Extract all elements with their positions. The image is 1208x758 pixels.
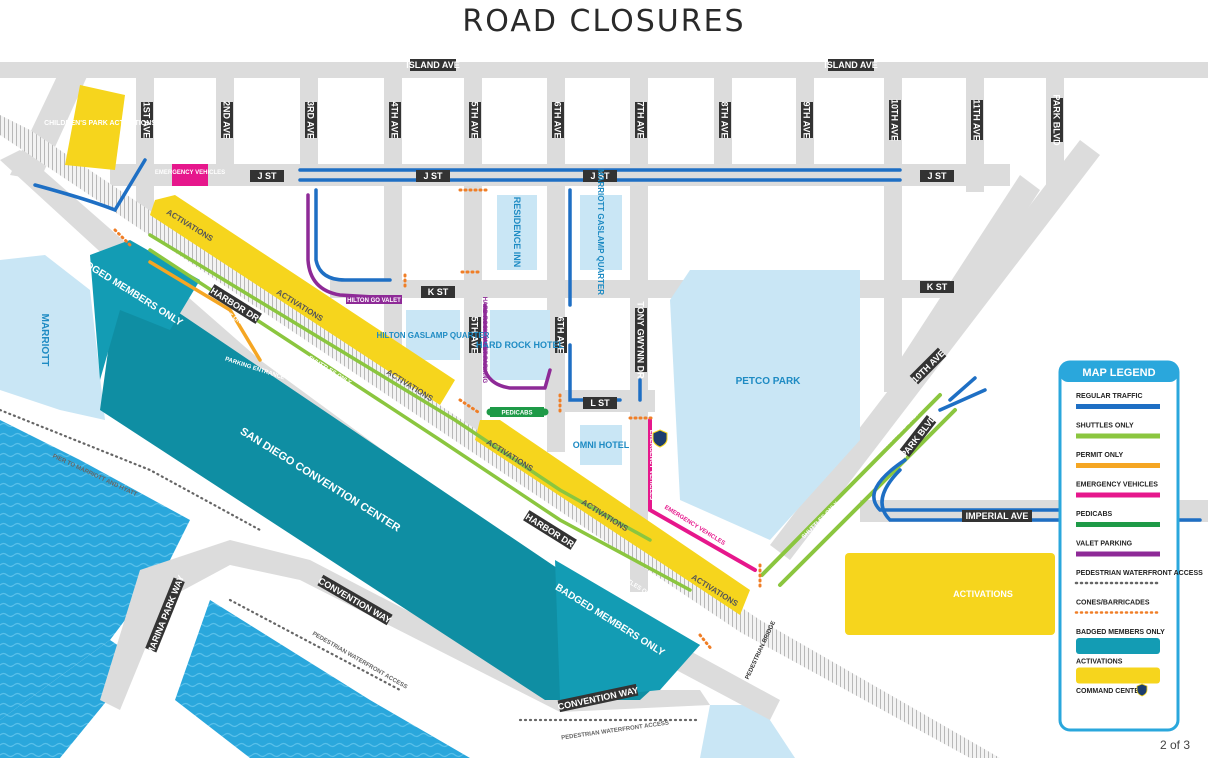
hard-rock-valet-tag: HARD ROCK VALET PARKING <box>481 297 487 384</box>
road-network <box>0 62 1208 720</box>
legend-item-emergency-vehicles: EMERGENCY VEHICLES <box>1076 482 1160 498</box>
j-st-label-1: J ST <box>257 171 277 181</box>
legend-swatch <box>1136 683 1148 697</box>
fourth-ave-label: 4TH AVE <box>390 101 400 138</box>
activations-label-east: ACTIVATIONS <box>953 589 1013 599</box>
island-ave-label-1: ISLAND AVE <box>406 60 460 70</box>
marriott-label: MARRIOTT <box>39 314 50 367</box>
pedestrian-access-tag-2: PEDESTRIAN WATERFRONT ACCESS <box>561 720 669 741</box>
emergency-vehicles-tag: EMERGENCY VEHICLES <box>155 170 225 176</box>
page-title: ROAD CLOSURES <box>462 4 746 39</box>
park-blvd-label-top: PARK BLVD <box>1052 94 1062 146</box>
marriott-gaslamp-label: MARRIOTT GASLAMP QUARTER <box>596 169 605 295</box>
l-st-label: L ST <box>590 398 610 408</box>
legend-swatch <box>1076 638 1160 654</box>
petco-park-label: PETCO PARK <box>736 376 802 387</box>
cones-barricades <box>113 188 762 652</box>
legend-swatch <box>1076 404 1160 409</box>
k-st-label-2: K ST <box>927 282 948 292</box>
hilton-gaslamp-label: HILTON GASLAMP QUARTER <box>377 331 490 340</box>
convention-center <box>100 300 700 700</box>
first-ave-label: 1ST AVE <box>142 102 152 139</box>
park-blvd-label-diag: PARK BLVD <box>899 413 939 460</box>
marina-water <box>0 640 140 758</box>
legend-swatch <box>1076 463 1160 468</box>
ninth-ave-label: 9TH AVE <box>802 101 812 138</box>
emergency-vehicles-vertical-tag: EMERGENCY VEHICLES <box>648 430 654 500</box>
island-ave-label-2: ISLAND AVE <box>824 60 878 70</box>
legend-item-activations: ACTIVATIONS <box>1076 659 1160 684</box>
fifth-ave-label-lower: 5TH AVE <box>470 316 480 353</box>
seventh-ave-label: 7TH AVE <box>636 101 646 138</box>
omni-hotel-label: OMNI HOTEL <box>573 440 630 450</box>
legend-item-label: PEDESTRIAN WATERFRONT ACCESS <box>1076 570 1203 577</box>
legend-item-label: COMMAND CENTER <box>1076 688 1144 695</box>
legend-item-label: REGULAR TRAFFIC <box>1076 393 1143 400</box>
eleventh-ave-label: 11TH AVE <box>972 99 982 141</box>
rail-tracks <box>0 115 1000 758</box>
sixth-ave-label: 6TH AVE <box>553 101 563 138</box>
legend-item-label: SHUTTLES ONLY <box>1076 423 1134 430</box>
hard-rock-hotel-label: HARD ROCK HOTEL <box>476 340 564 350</box>
legend-item-label: CONES/BARRICADES <box>1076 600 1150 607</box>
legend-swatch <box>1076 551 1160 557</box>
eighth-ave-label: 8TH AVE <box>720 101 730 138</box>
bay-water-west <box>0 420 190 720</box>
water-south <box>700 705 795 758</box>
badged-members-zone-south <box>555 560 700 700</box>
legend-item-label: ACTIVATIONS <box>1076 659 1123 666</box>
j-st-label-2: J ST <box>423 171 443 181</box>
legend-item-badged-members-only: BADGED MEMBERS ONLY <box>1076 629 1165 654</box>
legend-item-shuttles-only: SHUTTLES ONLY <box>1076 423 1160 439</box>
routes <box>33 158 1202 592</box>
fifth-ave-label: 5TH AVE <box>470 101 480 138</box>
legend-swatch <box>1076 492 1160 498</box>
map-legend: MAP LEGEND REGULAR TRAFFIC SHUTTLES ONLY P… <box>1058 360 1203 732</box>
legend-items: REGULAR TRAFFIC SHUTTLES ONLY PERMIT ONLY E… <box>1074 393 1203 697</box>
third-ave-label: 3RD AVE <box>306 101 316 139</box>
bay-water-southwest <box>175 600 470 758</box>
legend-item-label: EMERGENCY VEHICLES <box>1076 482 1158 489</box>
activation-zones <box>65 85 1055 635</box>
legend-item-regular-traffic: REGULAR TRAFFIC <box>1076 393 1160 409</box>
legend-item-valet-parking: VALET PARKING <box>1076 541 1160 557</box>
legend-item-command-center: COMMAND CENTER <box>1076 683 1148 697</box>
legend-item-label: VALET PARKING <box>1076 541 1133 548</box>
legend-item-label: BADGED MEMBERS ONLY <box>1076 629 1165 636</box>
command-center-marker <box>652 429 668 448</box>
tenth-ave-label: 10TH AVE <box>890 99 900 141</box>
legend-item-label: PEDICABS <box>1076 511 1113 518</box>
legend-title: MAP LEGEND <box>1082 367 1155 379</box>
legend-swatch <box>1076 667 1160 684</box>
legend-item-label: PERMIT ONLY <box>1076 452 1124 459</box>
harbor-dr-label-2: HARBOR DR <box>524 512 576 550</box>
sixth-ave-label-lower: 6TH AVE <box>556 316 566 353</box>
imperial-ave-label: IMPERIAL AVE <box>966 511 1029 521</box>
k-st-label-1: K ST <box>428 287 449 297</box>
legend-item-cones-barricades: CONES/BARRICADES <box>1074 600 1162 614</box>
hilton-go-valet-tag: HILTON GO VALET <box>347 298 401 304</box>
j-st-label-3: J ST <box>590 171 610 181</box>
street-labels: ISLAND AVE ISLAND AVE 1ST AVE 2ND AVE 3R… <box>141 59 1063 713</box>
pedestrian-waterfront-access <box>0 408 702 722</box>
residence-inn-label: RESIDENCE INN <box>512 197 522 268</box>
legend-item-pedicabs: PEDICABS <box>1076 511 1160 527</box>
j-st-label-4: J ST <box>927 171 947 181</box>
pedicabs-tag: PEDICABS <box>501 411 532 417</box>
buildings <box>0 195 860 540</box>
tony-gwynn-dr-label: TONY GWYNN DR <box>636 301 646 379</box>
legend-item-pedestrian-waterfront-access: PEDESTRIAN WATERFRONT ACCESS <box>1074 570 1203 585</box>
legend-swatch <box>1076 522 1160 527</box>
legend-item-permit-only: PERMIT ONLY <box>1076 452 1160 468</box>
page-number: 2 of 3 <box>1159 738 1190 752</box>
legend-swatch <box>1076 433 1160 439</box>
childrens-park-label: CHILDREN'S PARK ACTIVATIONS <box>44 120 156 127</box>
second-ave-label: 2ND AVE <box>222 101 232 139</box>
